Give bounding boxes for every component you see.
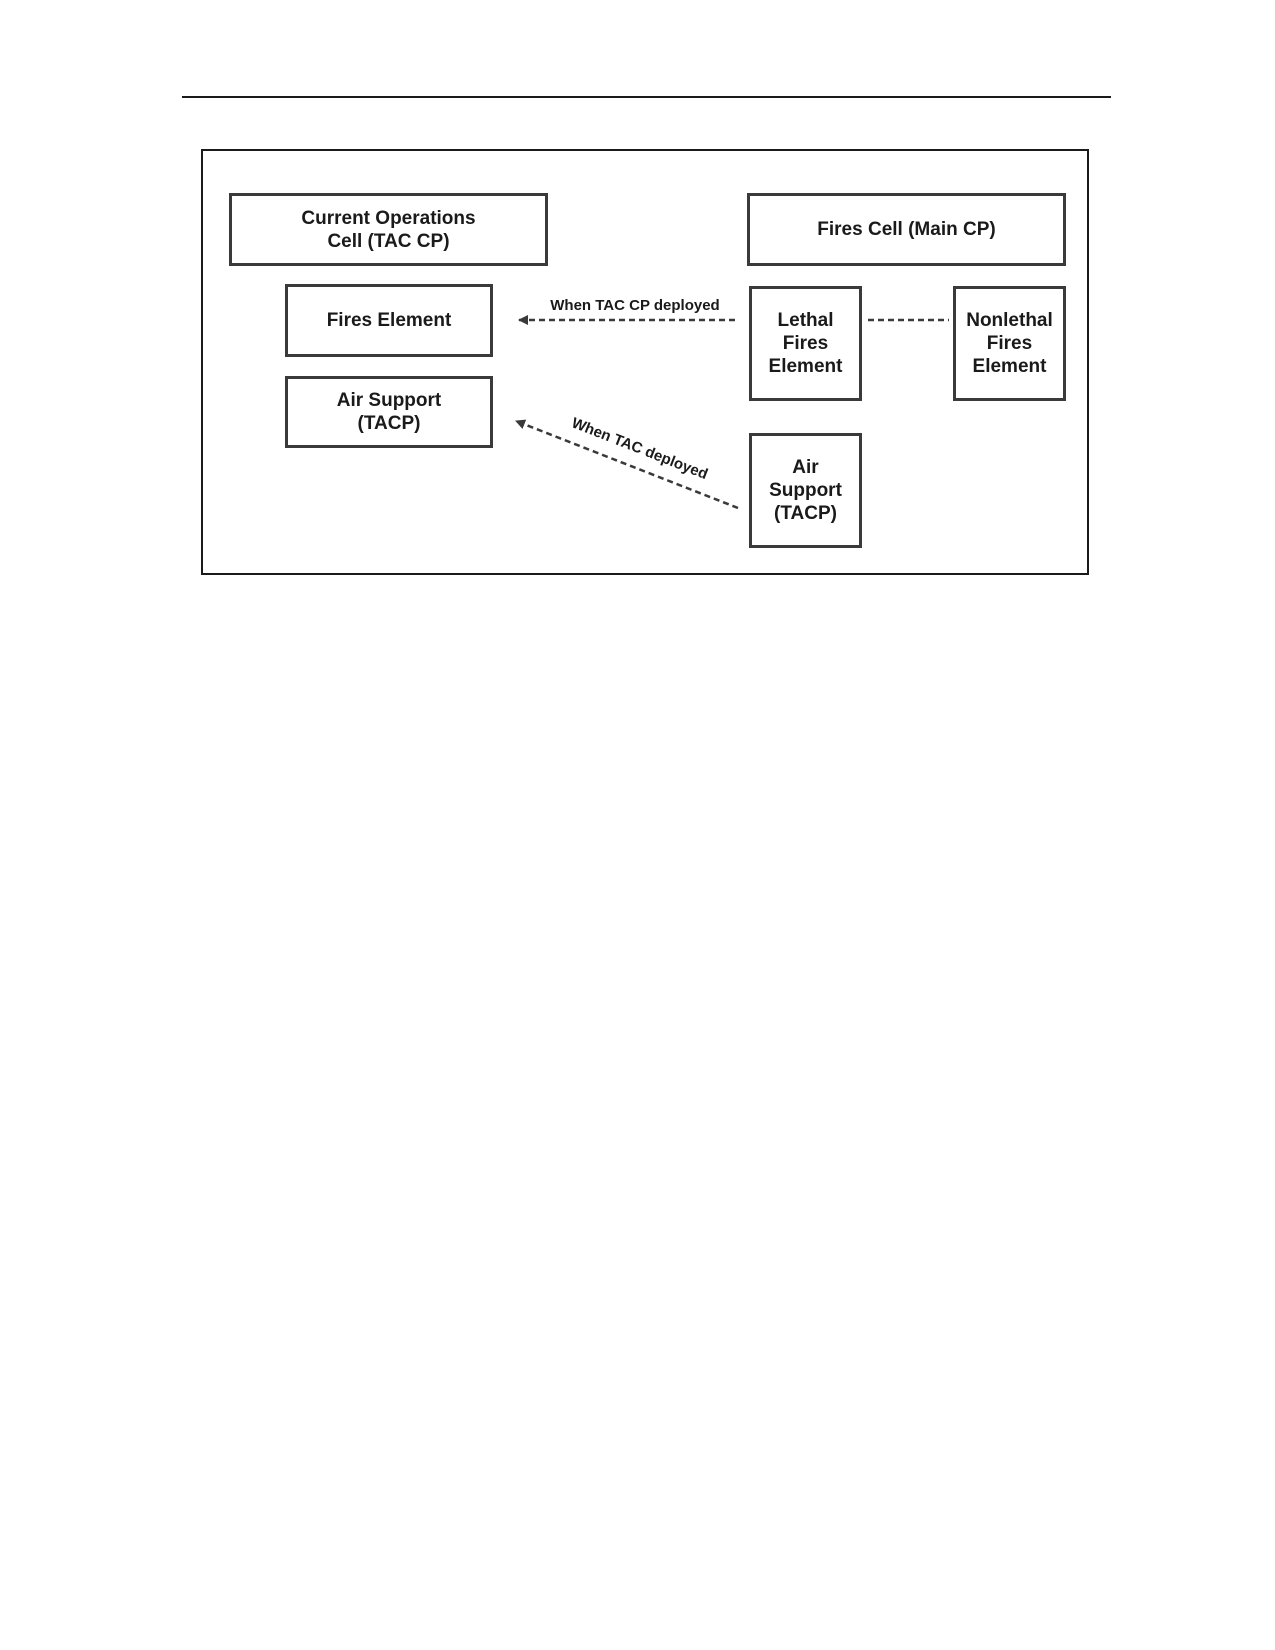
lethal-fires-element-box: Lethal Fires Element: [749, 286, 862, 401]
current-operations-cell-label: Current Operations Cell (TAC CP): [301, 207, 476, 252]
fires-element-box: Fires Element: [285, 284, 493, 357]
lethal-fires-element-label: Lethal Fires Element: [768, 310, 843, 377]
air-support-right-label: Air Support (TACP): [769, 457, 842, 524]
current-operations-cell-box: Current Operations Cell (TAC CP): [229, 193, 548, 266]
fires-cell-box: Fires Cell (Main CP): [747, 193, 1066, 266]
fires-element-label: Fires Element: [326, 310, 452, 331]
header-rule: [182, 96, 1111, 98]
edge-label-tac-cp: When TAC CP deployed: [550, 297, 719, 314]
nonlethal-fires-element-label: Nonlethal Fires Element: [966, 310, 1053, 377]
air-support-right-box: Air Support (TACP): [749, 433, 862, 548]
edge-label-tac: When TAC deployed: [569, 414, 710, 483]
air-support-left-box: Air Support (TACP): [285, 376, 493, 448]
nonlethal-fires-element-box: Nonlethal Fires Element: [953, 286, 1066, 401]
diagram-edges: When TAC CP deployed When TAC deployed: [515, 297, 949, 510]
air-support-left-label: Air Support (TACP): [336, 390, 442, 434]
diagram-frame: When TAC CP deployed When TAC deployed C…: [201, 149, 1089, 575]
fires-cell-label: Fires Cell (Main CP): [817, 219, 996, 240]
